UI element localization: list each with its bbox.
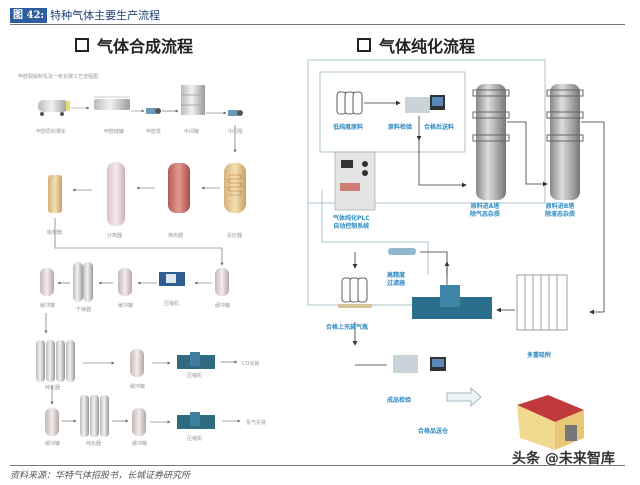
- buffer-tank-icon: [45, 408, 59, 436]
- label-compressor1: 压缩机: [164, 301, 180, 307]
- label-buffer6: 缓冲罐: [132, 441, 148, 447]
- buffer-tank-icon: [118, 268, 132, 296]
- label-tower-a: 原料进A塔 除气态杂质: [470, 203, 500, 219]
- label-raw-tank-truck: 甲醇原料槽车: [36, 129, 67, 135]
- bottom-divider: [10, 465, 625, 466]
- checkbox-square-icon: [75, 38, 89, 52]
- label-compressor2: 压缩机: [187, 373, 203, 379]
- source-note: 资料来源：华特气体招股书，长城证券研究所: [10, 471, 191, 481]
- left-caption: 甲醇裂解制氢及一氧化碳工艺流程图: [18, 74, 99, 80]
- label-compressor3: 压缩机: [187, 436, 203, 442]
- label-adsorption: 多重吸附: [527, 352, 552, 359]
- label-buffer1: 缓冲罐: [40, 303, 56, 309]
- label-filter: 高精度 过滤器: [387, 272, 405, 288]
- label-reactor: 反应器: [227, 233, 243, 239]
- top-divider: [10, 24, 625, 25]
- label-output1: CO充装: [242, 361, 260, 367]
- label-tower-a-line2: 除气态杂质: [470, 211, 501, 218]
- plc-cabinet-icon: [334, 151, 376, 211]
- middle-tank-icon: [181, 85, 205, 115]
- label-pump2: 中间泵: [228, 129, 244, 135]
- compressor-icon: [412, 285, 492, 319]
- adsorption-rack-icon: [516, 274, 568, 331]
- label-storage-tank: 甲醇储罐: [104, 129, 125, 135]
- dryer-icon: [73, 262, 93, 302]
- tower-b-icon: [546, 84, 584, 200]
- synthesis-diagram: [36, 85, 246, 437]
- label-absorber: 吸附器: [47, 230, 63, 236]
- label-buffer5: 缓冲罐: [45, 441, 61, 447]
- label-output2: 氢气充装: [246, 420, 267, 426]
- label-buffer4: 缓冲罐: [130, 384, 146, 390]
- tower-a-icon: [472, 84, 510, 200]
- pump-icon: [146, 108, 161, 114]
- filling-cylinders-icon: [341, 277, 368, 303]
- label-tower-b-line1: 原料进B塔: [545, 203, 575, 210]
- label-middle-tank: 中间罐: [184, 129, 200, 135]
- storage-tank-icon: [94, 96, 130, 110]
- label-product-inspection: 成品检验: [387, 397, 412, 404]
- analyzer-icon: [405, 95, 445, 113]
- hollow-arrow-icon: [446, 387, 482, 407]
- label-tower-b-line2: 除液态杂质: [545, 211, 576, 218]
- purifier-icon: [80, 395, 109, 437]
- label-inspection: 原料检验: [388, 124, 413, 131]
- label-pump1: 甲醇泵: [146, 129, 162, 135]
- right-section-title: 气体纯化流程: [357, 33, 475, 57]
- watermark: 头条 @未来智库: [512, 451, 615, 467]
- pump-icon: [228, 110, 243, 116]
- label-filter-line1: 高精度: [387, 272, 406, 279]
- separator-icon: [107, 162, 125, 226]
- label-purifier1: 纯化器: [45, 385, 61, 391]
- compressor-icon: [177, 412, 215, 429]
- filter-icon: [388, 248, 416, 255]
- purifier-icon: [36, 340, 75, 382]
- checkbox-square-icon: [357, 38, 371, 52]
- label-plc-line1: 气体纯化PLC: [333, 215, 370, 222]
- heat-exchanger-icon: [168, 163, 190, 213]
- absorber-icon: [48, 175, 62, 213]
- label-heat-exchanger: 换热器: [168, 233, 184, 239]
- buffer-tank-icon: [215, 268, 229, 296]
- label-buffer2: 缓冲罐: [118, 303, 134, 309]
- figure-title: 特种气体主要生产流程: [50, 9, 161, 22]
- label-filling: 合格上充装气瓶: [326, 324, 369, 331]
- warehouse-icon: [517, 395, 584, 450]
- label-plc: 气体纯化PLC 自动控制系统: [333, 215, 370, 231]
- right-section-title-text: 气体纯化流程: [379, 37, 476, 56]
- tank-truck-icon: [38, 100, 70, 116]
- left-section-title: 气体合成流程: [75, 33, 193, 57]
- product-analyzer-icon: [393, 355, 446, 373]
- label-to-warehouse: 合格品送仓: [418, 428, 449, 435]
- label-tower-a-line1: 原料进A塔: [470, 203, 500, 210]
- gas-cylinders-icon: [336, 91, 363, 115]
- label-raw-material: 低纯度原料: [333, 124, 364, 131]
- buffer-tank-icon: [132, 408, 146, 436]
- compressor-icon: [159, 272, 185, 286]
- label-separator: 分离器: [107, 233, 123, 239]
- label-buffer3: 缓冲罐: [215, 303, 231, 309]
- reactor-icon: [224, 163, 246, 213]
- figure-header: 图 42: 特种气体主要生产流程: [10, 7, 161, 23]
- label-feed: 合格后送料: [424, 124, 455, 131]
- left-section-title-text: 气体合成流程: [97, 37, 194, 56]
- label-purifier2: 纯化器: [86, 441, 102, 447]
- label-dryer: 干燥器: [76, 307, 92, 313]
- label-tower-b: 原料进B塔 除液态杂质: [545, 203, 575, 219]
- label-filter-line2: 过滤器: [387, 280, 406, 287]
- buffer-tank-icon: [130, 349, 144, 377]
- label-plc-line2: 自动控制系统: [333, 223, 370, 230]
- figure-number: 图 42:: [10, 7, 48, 23]
- compressor-icon: [177, 352, 215, 369]
- purification-diagram: [307, 59, 605, 450]
- buffer-tank-icon: [40, 268, 54, 296]
